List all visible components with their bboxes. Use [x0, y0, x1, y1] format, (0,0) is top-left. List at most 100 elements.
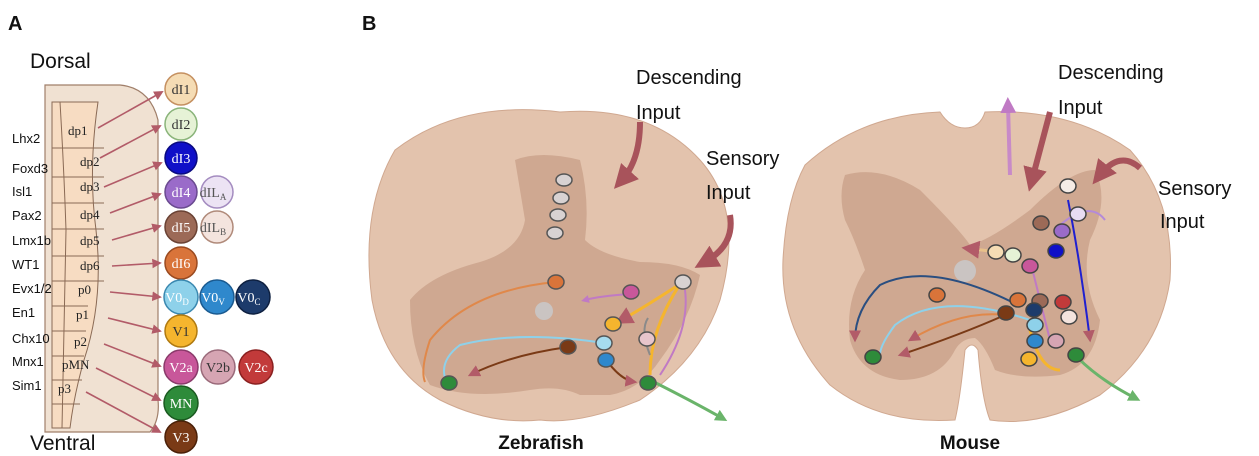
marker-lmx1b: Lmx1b — [12, 233, 51, 248]
panel-a-letter: A — [8, 13, 22, 35]
domain-dp1: dp1 — [68, 123, 88, 138]
zf-neuron-v2b — [639, 332, 655, 346]
ventral-label: Ventral — [30, 432, 95, 455]
zf-neuron-dorsal-1 — [556, 174, 572, 186]
neuron-v0c: V0C — [236, 280, 270, 314]
neuron-di6: dI6 — [165, 247, 197, 279]
zebrafish-sensory-label-2: Input — [706, 182, 751, 204]
mouse-neuron-di1-dorsal — [1060, 179, 1076, 193]
neuron-v1: V1 — [165, 315, 197, 347]
mouse-neuron-mn-right — [1068, 348, 1084, 362]
neuron-v0v: V0V — [200, 280, 234, 314]
zebrafish-descending-label-1: Descending — [636, 67, 742, 89]
mouse-neuron-v2a-dorsal — [1022, 259, 1038, 273]
mouse-neuron-v2c — [1055, 295, 1071, 309]
marker-wt1: WT1 — [12, 257, 39, 272]
domain-dp2: dp2 — [80, 154, 100, 169]
panel-a: A Dorsal Ventral Lhx2 Foxd3 Isl1 Pax2 Lm… — [8, 13, 273, 455]
marker-sim1: Sim1 — [12, 378, 42, 393]
mouse-sensory-label-2: Input — [1160, 211, 1205, 233]
svg-text:MN: MN — [170, 397, 193, 412]
mouse-central-canal — [954, 260, 976, 282]
marker-chx10: Chx10 — [12, 331, 50, 346]
mouse-neuron-v0c — [1026, 303, 1042, 317]
zebrafish-sensory-label-1: Sensory — [706, 148, 779, 170]
neuron-dilb: dILB — [200, 211, 233, 243]
marker-mnx1: Mnx1 — [12, 354, 44, 369]
zf-neuron-di6 — [548, 275, 564, 289]
marker-lhx2: Lhx2 — [12, 131, 40, 146]
mouse-neuron-di6 — [1010, 293, 1026, 307]
svg-text:dI2: dI2 — [172, 118, 191, 133]
mouse-descending-label-1: Descending — [1058, 62, 1164, 84]
zf-projection-mn-output — [650, 380, 722, 418]
domain-dp3: dp3 — [80, 179, 100, 194]
neuron-circles: dI1 dI2 dI3 dI4 dILA dI5 — [164, 73, 273, 453]
mouse-neuron-mn-left — [865, 350, 881, 364]
mouse-neuron-di5 — [1033, 216, 1049, 230]
dorsal-label: Dorsal — [30, 50, 91, 73]
svg-text:dI6: dI6 — [172, 257, 191, 272]
neuron-v3: V3 — [165, 421, 197, 453]
zf-neuron-sensory — [675, 275, 691, 289]
neuron-v2a: V2a — [164, 350, 198, 384]
neuron-dila: dILA — [200, 176, 233, 208]
mouse-neuron-di2 — [1005, 248, 1021, 262]
mouse-sensory-label-1: Sensory — [1158, 178, 1231, 200]
svg-text:V1: V1 — [172, 325, 189, 340]
zf-neuron-v0d — [596, 336, 612, 350]
zf-neuron-mn-left — [441, 376, 457, 390]
zf-neuron-v1 — [605, 317, 621, 331]
domain-p2: p2 — [74, 334, 87, 349]
neuron-mn: MN — [164, 386, 198, 420]
svg-text:V2a: V2a — [169, 361, 193, 376]
zf-neuron-dorsal-4 — [547, 227, 563, 239]
zebrafish-section: Descending Input Sensory Input Zebrafish — [369, 67, 779, 454]
domain-dp4: dp4 — [80, 207, 100, 222]
zebrafish-central-canal — [535, 302, 553, 320]
svg-text:V3: V3 — [172, 431, 189, 446]
mouse-neuron-di6-left — [929, 288, 945, 302]
neuron-v2c: V2c — [239, 350, 273, 384]
zebrafish-descending-label-2: Input — [636, 102, 681, 124]
domain-p0: p0 — [78, 282, 91, 297]
panel-b-letter: B — [362, 13, 376, 35]
mouse-descending-label-2: Input — [1058, 97, 1103, 119]
domain-pmn: pMN — [62, 357, 90, 372]
marker-evx1-2: Evx1/2 — [12, 281, 52, 296]
mouse-neuron-di4 — [1054, 224, 1070, 238]
zf-neuron-v0v — [598, 353, 614, 367]
mouse-neuron-di1 — [988, 245, 1004, 259]
mouse-neuron-v1 — [1021, 352, 1037, 366]
mouse-ascending-arrow — [1008, 105, 1010, 175]
mouse-neuron-di3 — [1048, 244, 1064, 258]
mouse-neuron-v2b — [1048, 334, 1064, 348]
marker-en1: En1 — [12, 305, 35, 320]
mouse-neuron-dilb — [1061, 310, 1077, 324]
mouse-section: Descending Input Sensory Input Mouse — [783, 62, 1232, 454]
domain-p1: p1 — [76, 307, 89, 322]
zf-neuron-dorsal-3 — [550, 209, 566, 221]
neuron-di3: dI3 — [165, 142, 197, 174]
zf-neuron-dorsal-2 — [553, 192, 569, 204]
svg-text:V2b: V2b — [206, 361, 230, 376]
zf-neuron-v2a — [623, 285, 639, 299]
domain-dp5: dp5 — [80, 233, 100, 248]
neuron-di2: dI2 — [165, 108, 197, 140]
mouse-neuron-v0v — [1027, 334, 1043, 348]
svg-text:dI3: dI3 — [172, 152, 191, 167]
mouse-neuron-v0d — [1027, 318, 1043, 332]
neuron-di4: dI4 — [165, 176, 197, 208]
zebrafish-title: Zebrafish — [498, 433, 584, 454]
zf-neuron-v3 — [560, 340, 576, 354]
marker-foxd3: Foxd3 — [12, 161, 48, 176]
neuron-v0d: V0D — [164, 280, 198, 314]
domain-dp6: dp6 — [80, 258, 100, 273]
svg-text:dI4: dI4 — [172, 186, 191, 201]
neuron-di1: dI1 — [165, 73, 197, 105]
svg-text:V2c: V2c — [244, 361, 267, 376]
neuron-di5: dI5 — [165, 211, 197, 243]
neuron-v2b: V2b — [201, 350, 235, 384]
zf-neuron-mn-right — [640, 376, 656, 390]
